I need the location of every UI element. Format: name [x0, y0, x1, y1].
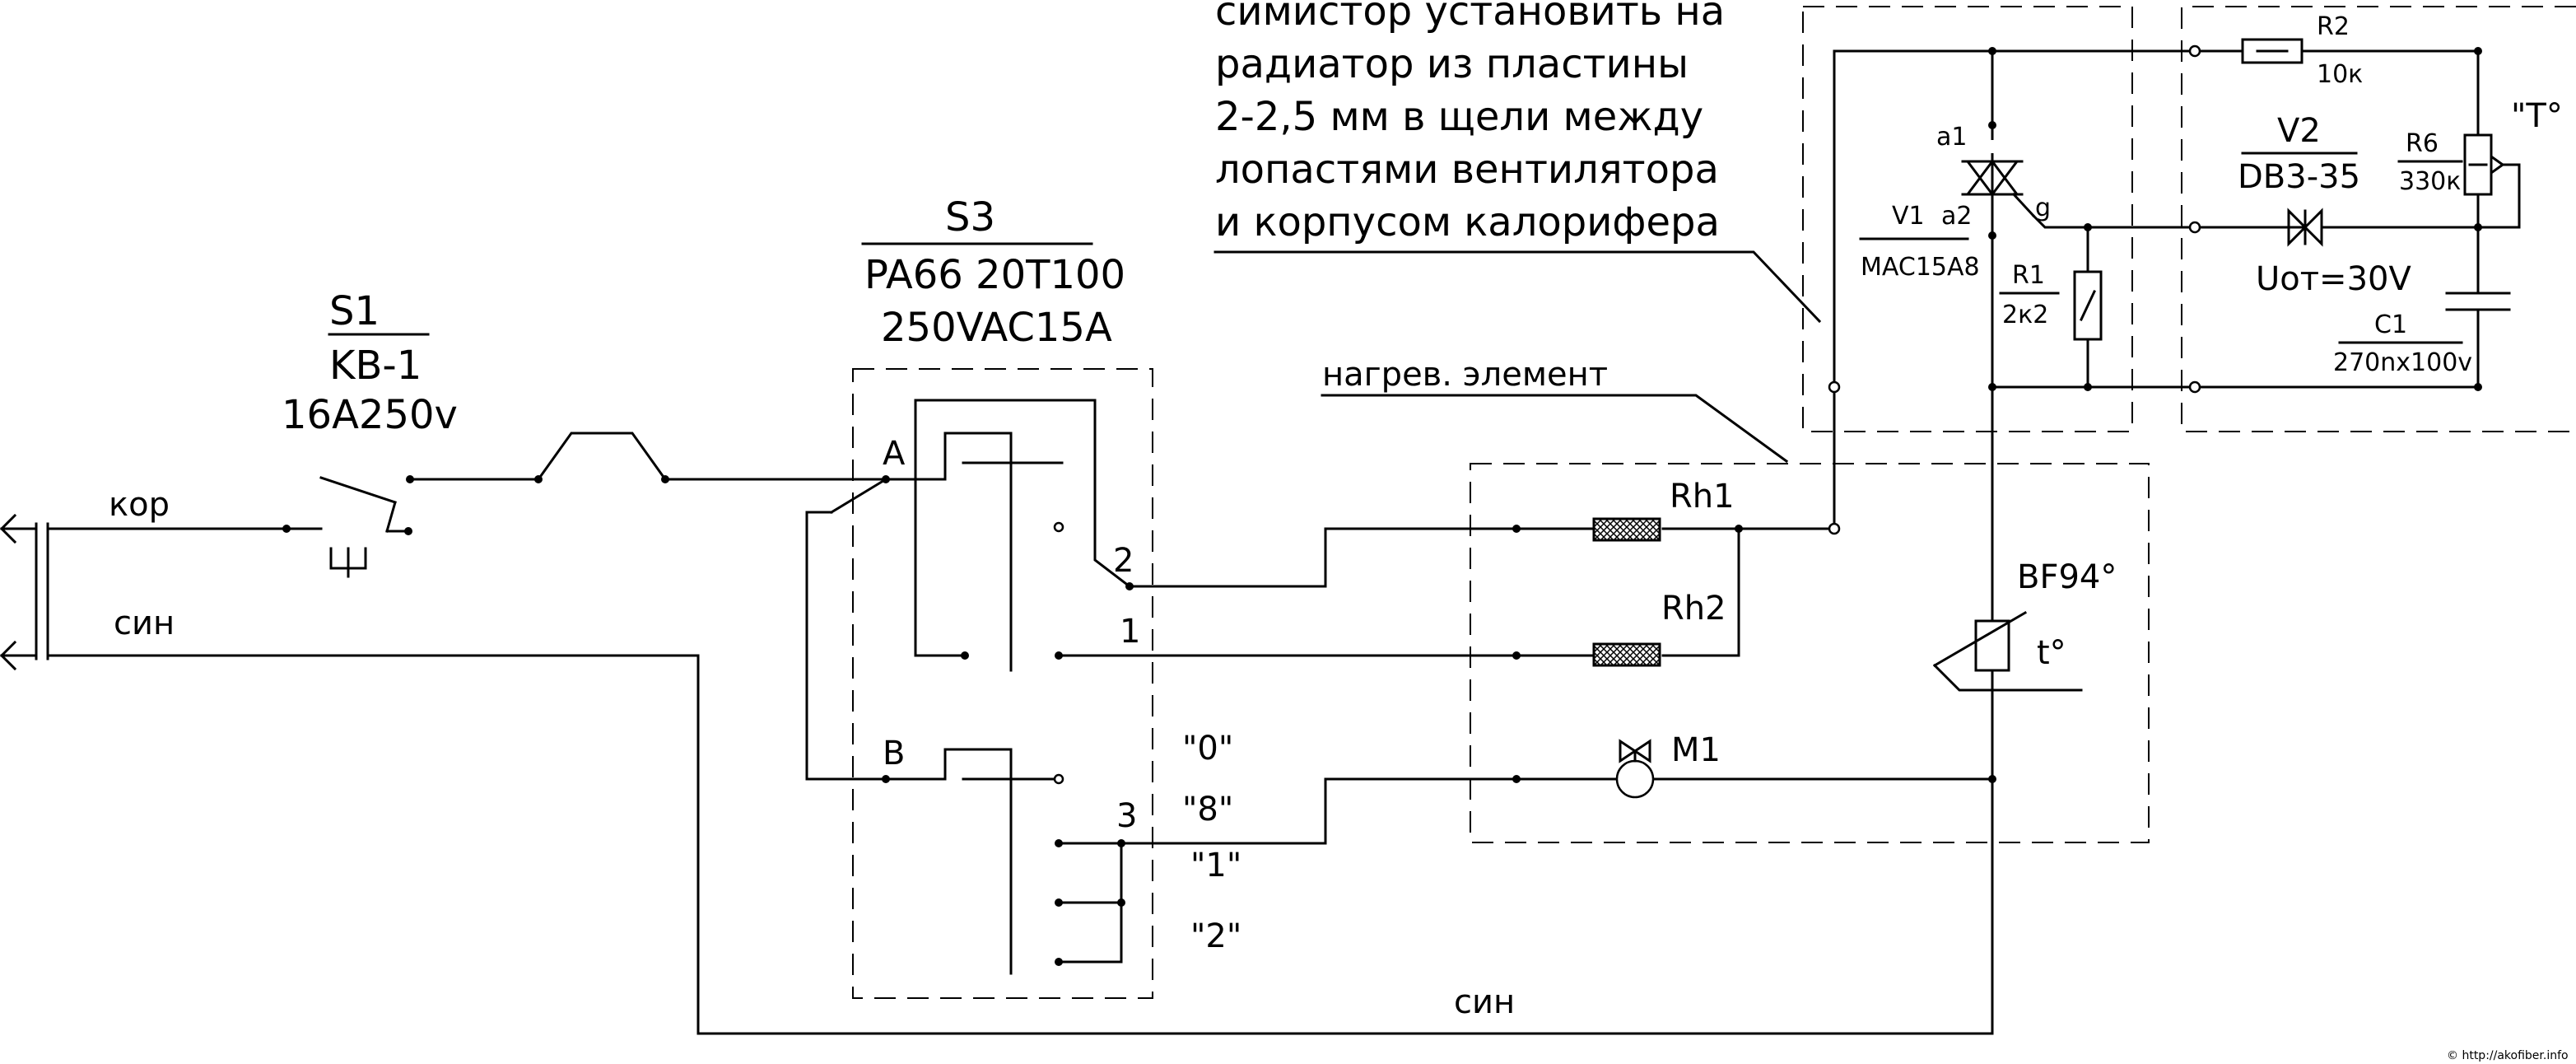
pin-3-label: 3 [1116, 797, 1137, 835]
s3-enclosure [852, 368, 1153, 999]
r6-knob-label: "T° [2511, 97, 2563, 135]
rh1-element [1592, 517, 1661, 542]
dashed-enclosures [852, 6, 2576, 999]
resistor-r2 [2241, 38, 2303, 64]
c1-value: 270nx100v [2333, 348, 2472, 377]
watermark: © http://akofiber.info [2447, 1049, 2569, 1062]
v2-part: DB3-35 [2238, 158, 2360, 196]
triac-g-label: g [2035, 194, 2051, 222]
triac-enclosure [1802, 6, 2133, 432]
pin-2-label: 2 [1113, 542, 1134, 580]
pin-a-label: A [883, 435, 906, 473]
note-line-2: радиатор из пластины [1215, 41, 1689, 87]
v2-note: Uот=30V [2256, 260, 2411, 298]
s3-model: PA66 20T100 [864, 252, 1125, 298]
diac-v2 [2287, 208, 2323, 247]
note-line-5: и корпусом калорифера [1215, 199, 1720, 245]
note-line-3: 2-2,5 мм в щели между [1215, 94, 1703, 140]
position-2-label: "2" [1190, 917, 1241, 955]
r6-value: 330к [2399, 167, 2461, 196]
bf94-label: BF94° [2017, 558, 2117, 596]
switch-s1 [285, 476, 410, 578]
v2-ref: V2 [2277, 112, 2321, 150]
heater-enclosure [1470, 463, 2150, 843]
pin-b-label: B [883, 735, 905, 772]
r2-ref: R2 [2317, 12, 2350, 41]
position-0-label: "0" [1182, 730, 1233, 768]
wire-label-kor: кор [109, 486, 170, 524]
m1-label: M1 [1671, 731, 1721, 769]
s3-rating: 250VAC15A [881, 305, 1112, 351]
triac-part: MAC15A8 [1861, 253, 1980, 282]
wires [46, 49, 2521, 1035]
pin-1-label: 1 [1120, 613, 1140, 651]
capacitor-c1 [2445, 292, 2511, 311]
rh2-element [1592, 642, 1661, 667]
heater-note: нагрев. элемент [1322, 356, 1608, 394]
note-line-1: симистор установить на [1215, 0, 1725, 35]
rh2-label: Rh2 [1661, 590, 1726, 628]
leader-lines [328, 242, 1822, 464]
r2-value: 10к [2317, 60, 2363, 89]
wire-label-sin-bottom: син [1454, 983, 1515, 1021]
s3-ref: S3 [945, 194, 995, 240]
control-enclosure [2181, 6, 2576, 432]
triac-a2-label: a2 [1941, 202, 1972, 231]
position-1-label: "1" [1190, 847, 1241, 884]
motor-m1 [1615, 739, 1655, 799]
wire-label-sin-top: син [114, 604, 175, 642]
rh1-label: Rh1 [1670, 478, 1735, 516]
triac-a1-label: a1 [1936, 123, 1967, 152]
s1-rating: 16A250v [282, 392, 458, 438]
junction-dots [282, 44, 2482, 966]
s1-model: KB-1 [329, 343, 422, 389]
resistor-r1 [2073, 270, 2103, 341]
mains-plug [0, 513, 49, 671]
s1-ref: S1 [329, 288, 380, 334]
thermistor-bf94 [1932, 610, 2083, 692]
c1-ref: C1 [2374, 310, 2407, 339]
position-8-label: "8" [1182, 791, 1233, 828]
triac-ref: V1 [1892, 202, 1925, 231]
note-line-4: лопастями вентилятора [1215, 147, 1719, 193]
triac-v1 [1961, 140, 2036, 218]
installation-note: симистор установить на радиатор из пласт… [1215, 0, 1725, 245]
thermistor-symbol: t° [2037, 634, 2066, 672]
r1-ref: R1 [2012, 261, 2045, 290]
heater-elements [1592, 517, 1661, 667]
r1-value: 2к2 [2002, 301, 2048, 329]
potentiometer-r6 [2463, 133, 2505, 196]
r6-ref: R6 [2406, 129, 2439, 158]
